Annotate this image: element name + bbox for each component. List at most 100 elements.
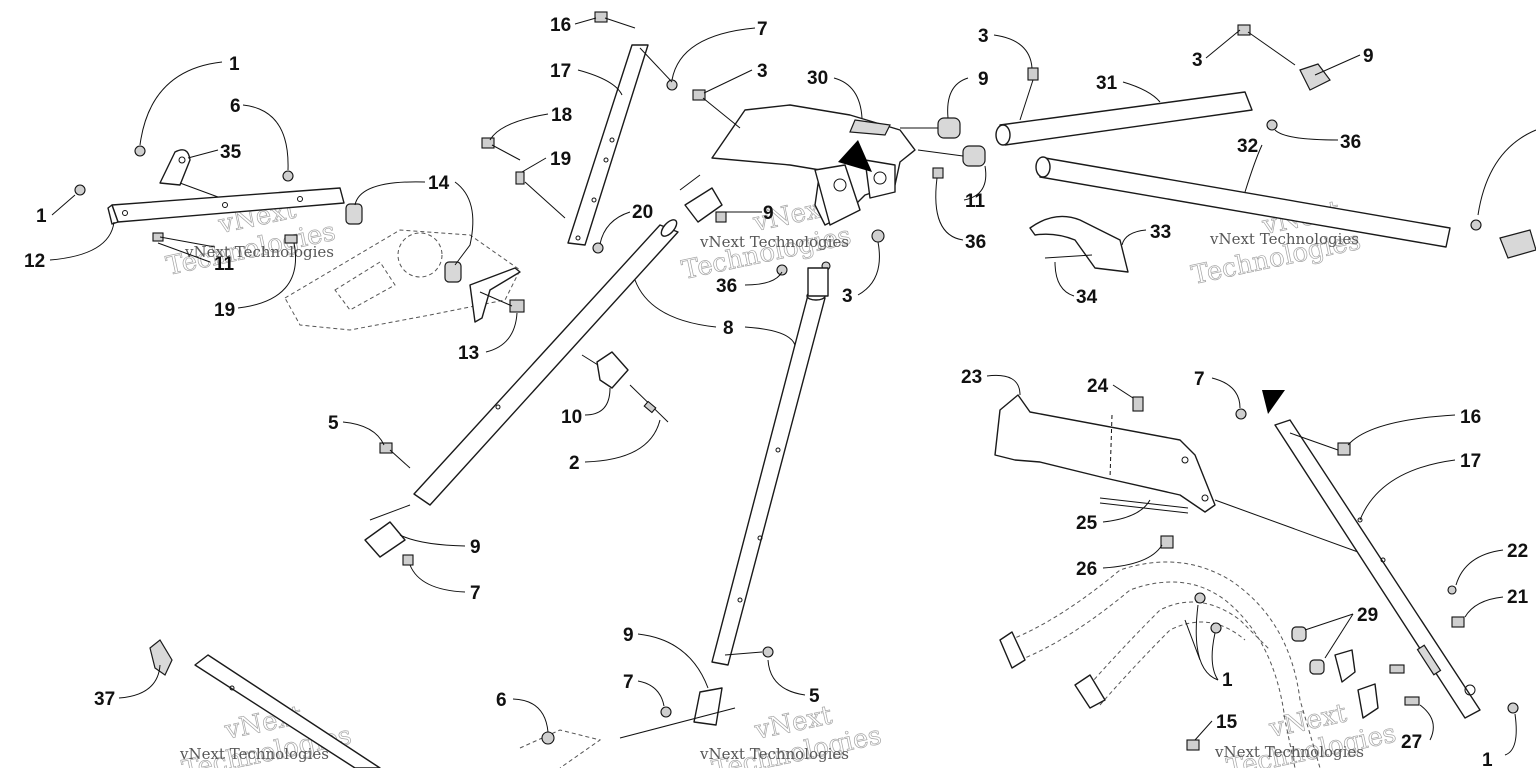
callout-6-a: 6 bbox=[230, 96, 241, 117]
watermark-5: vNext Technologies vNext Technologies bbox=[699, 700, 885, 768]
cable-connector bbox=[1074, 674, 1106, 709]
callout-leader bbox=[118, 664, 161, 699]
callout-12: 12 bbox=[24, 251, 45, 272]
cable-outline bbox=[1084, 601, 1271, 691]
head-pivot-hole bbox=[833, 178, 847, 192]
left-tube-assembly bbox=[364, 174, 727, 566]
callout-leader bbox=[963, 165, 987, 201]
bolt bbox=[594, 11, 608, 23]
strut-hole bbox=[609, 137, 615, 143]
bolt bbox=[692, 89, 706, 101]
callout-leader bbox=[49, 221, 115, 261]
upper-strut-assembly bbox=[481, 11, 678, 254]
callout-8: 8 bbox=[723, 318, 734, 339]
tube-end bbox=[1035, 156, 1051, 178]
axis-line bbox=[1184, 619, 1201, 661]
callout-leader bbox=[485, 312, 518, 353]
callout-leader bbox=[1274, 129, 1339, 141]
watermark-caption: vNext Technologies bbox=[699, 745, 849, 763]
callout-leader bbox=[157, 242, 211, 263]
bracket-hole bbox=[1201, 494, 1209, 502]
tube-hole bbox=[737, 597, 743, 603]
bolt-shank bbox=[479, 291, 513, 307]
nut bbox=[660, 706, 672, 718]
frame-plate-outline bbox=[519, 729, 602, 768]
callout-leader bbox=[354, 181, 426, 206]
watermark-caption: vNext Technologies bbox=[1209, 230, 1359, 248]
nut bbox=[1507, 702, 1519, 714]
nut bbox=[1160, 535, 1174, 549]
callout-leader bbox=[993, 34, 1033, 69]
callout-leader bbox=[1477, 129, 1536, 216]
callout-3-c: 3 bbox=[978, 26, 989, 47]
bolt-shank bbox=[1247, 31, 1296, 66]
tube-cap bbox=[1499, 229, 1536, 259]
callout-5-b: 5 bbox=[809, 686, 820, 707]
callout-leader bbox=[342, 421, 385, 446]
center-head-assembly bbox=[692, 89, 916, 276]
bracket-clip bbox=[159, 149, 191, 186]
callout-7-a: 7 bbox=[757, 19, 768, 40]
watermark-caption: vNext Technologies bbox=[179, 745, 329, 763]
callout-leader bbox=[1314, 54, 1361, 76]
nut bbox=[282, 170, 294, 182]
orientation-arrow bbox=[1262, 390, 1285, 414]
tube-hole bbox=[757, 535, 763, 541]
callout-leader bbox=[1244, 144, 1263, 193]
rivet bbox=[1044, 254, 1093, 259]
callout-leader bbox=[833, 77, 863, 119]
nut bbox=[1194, 592, 1206, 604]
bolt bbox=[1451, 616, 1465, 628]
tube-plug bbox=[962, 145, 986, 167]
nut bbox=[776, 264, 788, 276]
head-lower-plate bbox=[814, 164, 861, 226]
bracket-bar-end bbox=[107, 204, 119, 225]
callout-leader bbox=[454, 181, 474, 266]
watermark-group: vNext Technologies vNext Technologies vN… bbox=[163, 192, 1399, 768]
nut bbox=[1470, 219, 1482, 231]
cable-connector bbox=[999, 631, 1026, 669]
axis-line bbox=[619, 707, 736, 739]
watermark-caption: vNext Technologies bbox=[184, 243, 334, 261]
nut bbox=[932, 167, 944, 179]
bracket-hole bbox=[122, 210, 128, 216]
bracket-hole bbox=[297, 196, 303, 202]
callout-33: 33 bbox=[1150, 222, 1171, 243]
callout-leader bbox=[1211, 377, 1241, 409]
callout-7-b: 7 bbox=[470, 583, 481, 604]
callout-leader bbox=[857, 241, 880, 296]
bushing bbox=[345, 203, 363, 225]
bolt bbox=[509, 299, 525, 313]
callout-leader bbox=[1112, 384, 1134, 399]
strut-bar bbox=[1274, 419, 1481, 719]
nut bbox=[871, 229, 885, 243]
upper-tube bbox=[999, 91, 1253, 146]
callout-leader bbox=[577, 69, 623, 96]
bolt bbox=[1337, 442, 1351, 456]
tube-clamp bbox=[364, 521, 406, 558]
callout-37: 37 bbox=[94, 689, 115, 710]
callout-1-a: 1 bbox=[229, 54, 240, 75]
callout-2: 2 bbox=[569, 453, 580, 474]
callout-leader bbox=[512, 698, 549, 733]
callout-leader bbox=[1211, 632, 1219, 681]
pin-head bbox=[643, 400, 657, 414]
callout-9-d: 9 bbox=[978, 69, 989, 90]
watermark-caption: vNext Technologies bbox=[1214, 743, 1364, 761]
callout-7-d: 7 bbox=[1194, 369, 1205, 390]
callout-leader bbox=[1419, 704, 1434, 741]
lower-left-tube-assembly bbox=[149, 639, 381, 768]
callout-leader bbox=[399, 534, 466, 547]
callout-32: 32 bbox=[1237, 136, 1258, 157]
callout-labels: 1 6 35 1 12 11 14 19 13 16 7 17 3 18 19 … bbox=[24, 15, 1529, 768]
callout-leader bbox=[187, 149, 219, 159]
strut-end-hole bbox=[1464, 684, 1476, 696]
strut-hole bbox=[575, 235, 581, 241]
callout-9-a: 9 bbox=[763, 203, 774, 224]
cable-outline bbox=[1009, 561, 1321, 768]
callout-leader bbox=[51, 194, 76, 216]
bolt-shank bbox=[159, 236, 216, 248]
bolt-shank bbox=[389, 449, 411, 469]
watermark-caption: vNext Technologies bbox=[699, 233, 849, 251]
bolt-shank bbox=[702, 97, 741, 129]
